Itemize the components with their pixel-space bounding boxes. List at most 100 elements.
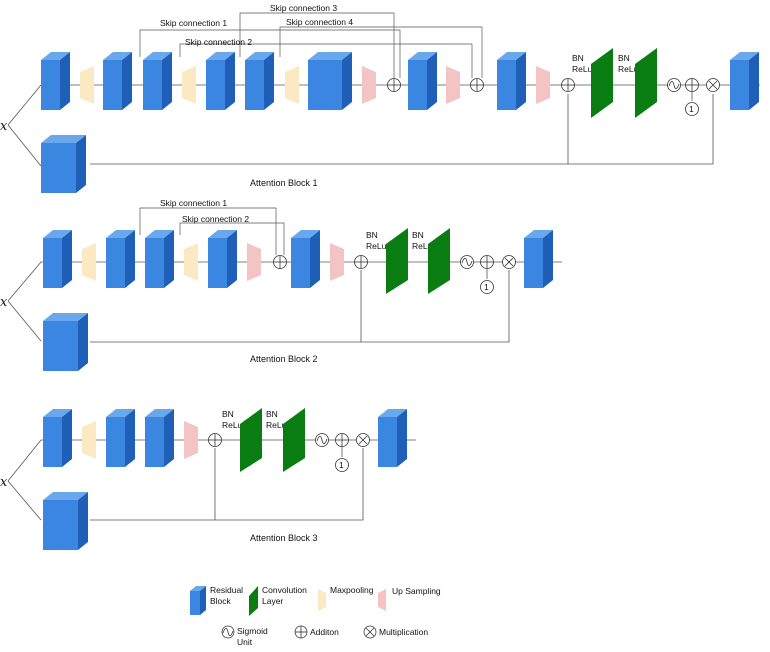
skip-connection-2-line xyxy=(179,43,473,78)
sigmoid-node xyxy=(667,78,681,92)
skip-connection-4-label: Skip connection 4 xyxy=(286,17,353,27)
legend-conv-swatch xyxy=(249,586,258,616)
relu-label: ReLu xyxy=(266,420,287,430)
constant-one-node xyxy=(335,458,349,472)
skip-connection-2-label: Skip connection 2 xyxy=(182,214,249,224)
maxpool-layer xyxy=(80,66,94,104)
bn-label: BN xyxy=(618,53,630,63)
maxpool-layer xyxy=(82,421,96,459)
convolution-layer xyxy=(591,48,613,118)
relu-label: ReLu xyxy=(572,64,593,74)
branch-line xyxy=(7,124,42,167)
residual-block xyxy=(57,135,86,193)
input-x-label: x xyxy=(0,475,8,490)
maxpool-layer xyxy=(285,66,299,104)
skip-connection-3-label: Skip connection 3 xyxy=(270,3,337,13)
residual-block xyxy=(497,52,526,110)
bn-label: BN xyxy=(572,53,584,63)
trunk-return-line xyxy=(90,448,364,521)
addition-node xyxy=(354,255,368,269)
relu-label: ReLu xyxy=(412,241,433,251)
residual-block xyxy=(145,230,174,288)
constant-one-node xyxy=(685,102,699,116)
legend-maxpool-swatch xyxy=(318,589,326,611)
addition-node xyxy=(208,433,222,447)
upsample-layer xyxy=(446,66,460,104)
legend-residual-label: Residual xyxy=(210,585,243,595)
maxpool-layer xyxy=(82,243,96,281)
residual-block xyxy=(730,52,759,110)
addition-node xyxy=(685,78,699,92)
convolution-layer xyxy=(240,408,262,472)
residual-block xyxy=(524,230,553,288)
multiplication-node xyxy=(356,433,370,447)
bn-label: BN xyxy=(266,409,278,419)
block-title: Attention Block 1 xyxy=(250,178,318,188)
relu-label: ReLu xyxy=(366,241,387,251)
addition-node xyxy=(387,78,401,92)
skip-connection-1-line xyxy=(139,29,401,78)
constant-one-label: 1 xyxy=(339,460,344,470)
branch-line xyxy=(7,480,42,521)
attention-block-2: x Skip connection 1 Skip connection 2 BN… xyxy=(0,198,562,371)
maxpool-layer xyxy=(184,243,198,281)
input-x-label: x xyxy=(0,295,8,310)
addition-node xyxy=(480,255,494,269)
addition-node xyxy=(273,255,287,269)
constant-one-label: 1 xyxy=(689,104,694,114)
legend-residual-label-2: Block xyxy=(210,596,232,606)
addition-node xyxy=(470,78,484,92)
skip-connection-2-line xyxy=(179,222,285,255)
block-title: Attention Block 2 xyxy=(250,354,318,364)
residual-block xyxy=(43,409,72,467)
branch-line xyxy=(7,300,42,342)
skip-connection-1-label: Skip connection 1 xyxy=(160,198,227,208)
addition-node xyxy=(561,78,575,92)
relu-label: ReLu xyxy=(222,420,243,430)
legend-conv-label-2: Layer xyxy=(262,596,283,606)
attention-block-1: x Skip connection 1 Skip connection 2 Sk… xyxy=(0,3,760,193)
multiplication-node xyxy=(502,255,516,269)
legend-sigmoid-icon xyxy=(221,625,235,639)
legend-maxpool-label: Maxpooling xyxy=(330,585,374,595)
constant-one-node xyxy=(480,280,494,294)
maxpool-layer xyxy=(182,66,196,104)
trunk-return-line xyxy=(90,270,510,343)
residual-block xyxy=(106,409,135,467)
convolution-layer xyxy=(428,228,450,294)
sigmoid-node xyxy=(460,255,474,269)
skip-connection-1-line xyxy=(139,207,277,255)
upsample-layer xyxy=(247,243,261,281)
addition-node xyxy=(335,433,349,447)
residual-block xyxy=(145,409,174,467)
skip-connection-1-label: Skip connection 1 xyxy=(160,18,227,28)
residual-block xyxy=(103,52,132,110)
legend-sigmoid-label: Sigmoid xyxy=(237,626,268,636)
skip-connection-3-line xyxy=(239,12,395,78)
skip-connection-4-line xyxy=(279,26,483,78)
constant-one-label: 1 xyxy=(484,282,489,292)
upsample-layer xyxy=(330,243,344,281)
legend-upsample-label: Up Sampling xyxy=(392,586,441,596)
convolution-layer xyxy=(635,48,657,118)
residual-block xyxy=(41,52,70,110)
residual-block xyxy=(206,52,235,110)
branch-line xyxy=(7,261,42,302)
convolution-layer xyxy=(386,228,408,294)
legend-upsample-swatch xyxy=(378,589,386,611)
trunk-return-line xyxy=(90,94,714,165)
attention-block-3: x BN ReLu BN ReLu 1 Attention Block 3 xyxy=(0,408,416,550)
branch-line xyxy=(7,84,42,126)
skip-connection-2-label: Skip connection 2 xyxy=(185,37,252,47)
residual-block xyxy=(245,52,274,110)
upsample-layer xyxy=(362,66,376,104)
residual-block xyxy=(143,52,172,110)
residual-block xyxy=(291,230,320,288)
residual-block xyxy=(378,409,407,467)
legend: Residual Block Convolution Layer Maxpool… xyxy=(190,585,441,647)
legend-addition-icon xyxy=(294,625,308,639)
residual-block xyxy=(408,52,437,110)
legend-multiplication-label: Multiplication xyxy=(379,627,428,637)
bn-label: BN xyxy=(366,230,378,240)
